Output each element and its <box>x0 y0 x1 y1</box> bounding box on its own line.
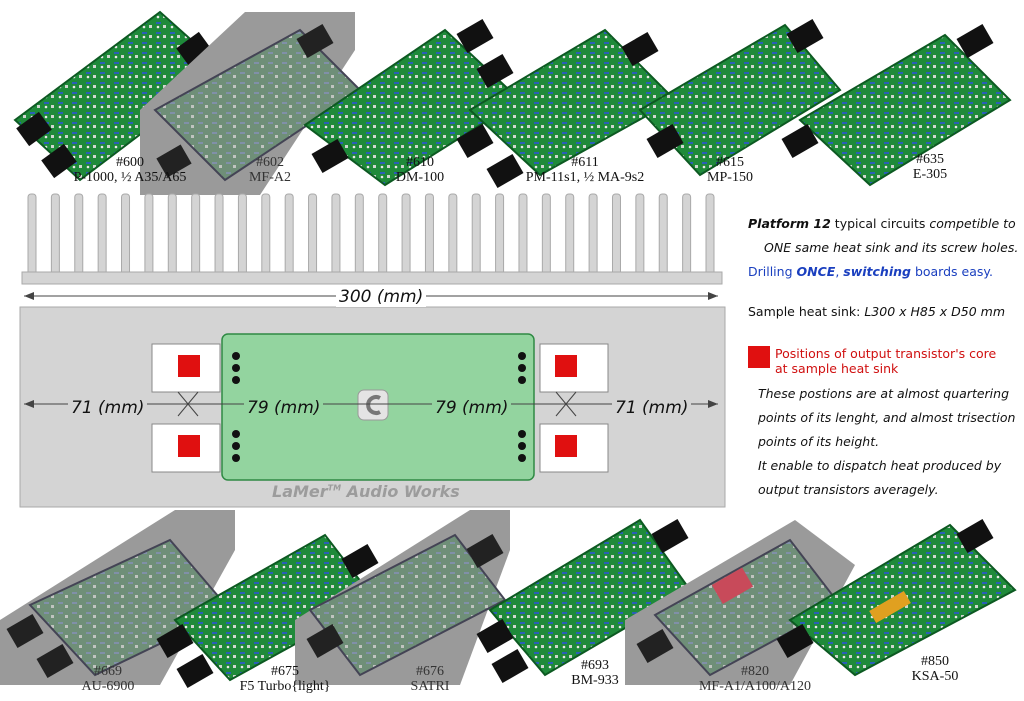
heatsink-fin <box>705 193 715 277</box>
heatsink-fin <box>97 193 107 277</box>
heatsink-fin <box>167 193 177 277</box>
note-line-3: Drilling ONCE, switching boards easy. <box>748 264 993 279</box>
legend-core-swatch <box>748 346 770 368</box>
note-line-2: ONE same heat sink and its screw holes. <box>764 240 1019 255</box>
top-boards-row <box>13 10 1012 195</box>
desc-line-2: points of its lenght, and almost trisect… <box>758 410 1016 425</box>
heatsink-fin <box>237 193 247 277</box>
heatsink-fin <box>611 193 621 277</box>
heatsink-fin <box>424 193 434 277</box>
transistor-top-right <box>518 343 609 393</box>
heatsink-fin <box>658 193 668 277</box>
board-693-image <box>476 518 692 684</box>
dim-length-300: 300 (mm) <box>336 287 427 307</box>
heatsink-fin <box>518 193 528 277</box>
heatsink-fin <box>565 193 575 277</box>
board-676-image <box>295 510 510 685</box>
heatsink-fin <box>471 193 481 277</box>
desc-line-5: output transistors averagely. <box>758 482 939 497</box>
heatsink-fin <box>308 193 318 277</box>
heatsink-fin <box>541 193 551 277</box>
heatsink-fin <box>354 193 364 277</box>
heatsink-fin <box>191 193 201 277</box>
bottom-boards-row <box>0 510 1017 689</box>
legend-line-1: Positions of output transistor's core <box>775 346 997 361</box>
heatsink-fin <box>144 193 154 277</box>
transistor-bottom-left <box>151 423 240 473</box>
heatsink-fin <box>284 193 294 277</box>
dim-left-71: 71 (mm) <box>68 398 148 418</box>
center-logo-icon <box>357 389 389 421</box>
heatsink-fin <box>27 193 37 277</box>
desc-line-4: It enable to dispatch heat produced by <box>758 458 1002 473</box>
brand-watermark: LaMerTM Audio Works <box>272 482 460 501</box>
note-line-1: Platform 12 typical circuits competible … <box>748 216 1016 231</box>
dim-right-71: 71 (mm) <box>612 398 692 418</box>
dim-center-right-79: 79 (mm) <box>432 398 512 418</box>
legend-line-2: at sample heat sink <box>775 361 899 376</box>
desc-line-1: These postions are at almost quartering <box>758 386 1010 401</box>
board-615-image <box>638 18 842 177</box>
transistor-bottom-right <box>518 423 609 473</box>
heatsink-fin <box>448 193 458 277</box>
note-line-4: Sample heat sink: L300 x H85 x D50 mm <box>748 304 1006 319</box>
heatsink-fin <box>261 193 271 277</box>
heatsink-diagram <box>19 193 726 508</box>
heatsink-fin <box>214 193 224 277</box>
heatsink-fin <box>682 193 692 277</box>
dim-center-left-79: 79 (mm) <box>244 398 324 418</box>
heatsink-fin <box>495 193 505 277</box>
transistor-top-left <box>151 343 240 393</box>
board-850-image <box>776 518 1017 677</box>
heatsink-fin <box>50 193 60 277</box>
heatsink-fin <box>378 193 388 277</box>
heatsink-fins <box>27 193 715 277</box>
heatsink-fin <box>331 193 341 277</box>
heatsink-base <box>21 271 723 285</box>
desc-line-3: points of its height. <box>758 434 880 449</box>
heatsink-fin <box>74 193 84 277</box>
board-675-image <box>156 533 379 689</box>
heatsink-fin <box>401 193 411 277</box>
heatsink-fin <box>588 193 598 277</box>
heatsink-fin <box>635 193 645 277</box>
heatsink-fin <box>121 193 131 277</box>
board-635-image <box>781 23 1012 187</box>
